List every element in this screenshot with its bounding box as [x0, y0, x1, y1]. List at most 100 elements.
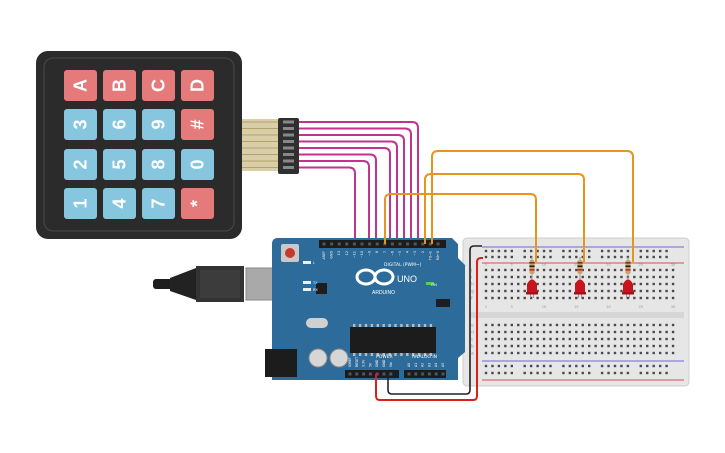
column-number: 1 — [485, 305, 487, 309]
key-5[interactable]: 5 — [103, 149, 136, 180]
key-2[interactable]: 2 — [64, 149, 97, 180]
analog-pin-label: A2 — [421, 363, 425, 367]
analog-pin-label: A0 — [407, 363, 411, 367]
power-pin-label: GND — [375, 359, 379, 367]
digital-pin[interactable] — [375, 242, 379, 246]
capacitor — [329, 348, 349, 368]
row-letter: g — [471, 290, 474, 295]
digital-pin[interactable] — [368, 242, 372, 246]
key-a[interactable]: A — [64, 70, 97, 101]
digital-label: DIGITAL (PWM~) — [384, 262, 422, 268]
resistor[interactable] — [529, 257, 535, 280]
resistor[interactable] — [577, 257, 583, 280]
digital-pin-label: ~3 — [413, 251, 417, 256]
red-led[interactable] — [574, 279, 586, 299]
digital-pin-label: ~5 — [398, 251, 402, 256]
key-label: B — [110, 79, 130, 92]
power-pin-label: 3.3V — [362, 359, 366, 367]
analog-header[interactable] — [404, 370, 446, 378]
digital-pin-label: AREF — [322, 251, 326, 260]
atmega-chip — [350, 327, 436, 353]
keypad-ribbon — [242, 118, 299, 174]
led-wire-2 — [424, 173, 585, 262]
key-6[interactable]: 6 — [103, 109, 136, 140]
digital-pin[interactable] — [322, 242, 326, 246]
key-c[interactable]: C — [142, 70, 175, 101]
power-pin-label: 5V — [368, 362, 372, 367]
digital-pin-label: ~6 — [390, 251, 394, 256]
digital-pin[interactable] — [436, 242, 440, 246]
key-hash[interactable]: # — [181, 109, 214, 140]
red-led[interactable] — [526, 279, 538, 299]
digital-pin-label: ~10 — [360, 251, 364, 258]
column-number: 5 — [511, 305, 513, 309]
key-label: 8 — [149, 159, 169, 169]
digital-pin[interactable] — [413, 242, 417, 246]
row-letter: f — [471, 296, 473, 302]
analog-pin[interactable] — [441, 372, 445, 376]
power-pin[interactable] — [382, 372, 386, 376]
digital-pin[interactable] — [406, 242, 410, 246]
row-letter: d — [471, 330, 474, 336]
power-pin[interactable] — [362, 372, 366, 376]
digital-pin-label: ~11 — [352, 251, 356, 258]
resistor[interactable] — [625, 257, 631, 280]
digital-pin[interactable] — [421, 242, 425, 246]
key-b[interactable]: B — [103, 70, 136, 101]
row-letter: e — [471, 324, 474, 329]
capacitor — [308, 348, 328, 368]
column-number: 30 — [671, 263, 676, 267]
analog-pin[interactable] — [427, 372, 431, 376]
column-number: 20 — [606, 305, 611, 309]
key-8[interactable]: 8 — [142, 149, 175, 180]
key-1[interactable]: 1 — [64, 188, 97, 219]
power-pin[interactable] — [348, 372, 352, 376]
row-letter: a — [471, 352, 474, 357]
digital-pin[interactable] — [428, 242, 432, 246]
led-wire-1 — [431, 150, 634, 262]
key-d[interactable]: D — [181, 70, 214, 101]
arduino-logo: ARDUINO UNO — [355, 268, 417, 296]
digital-pin[interactable] — [345, 242, 349, 246]
key-label: 5 — [110, 159, 130, 169]
key-7[interactable]: 7 — [142, 188, 175, 219]
digital-header[interactable] — [319, 240, 446, 248]
key-0[interactable]: 0 — [181, 149, 214, 180]
crystal — [306, 318, 328, 328]
key-9[interactable]: 9 — [142, 109, 175, 140]
key-star[interactable]: * — [181, 188, 214, 219]
digital-pin-label: 7 — [383, 251, 387, 253]
power-pin[interactable] — [389, 372, 393, 376]
power-pin[interactable] — [375, 372, 379, 376]
digital-pin-label: 13 — [337, 251, 341, 255]
digital-pin[interactable] — [398, 242, 402, 246]
on-label: ON — [431, 282, 437, 287]
center-channel — [470, 312, 684, 318]
power-header[interactable] — [345, 370, 399, 378]
power-pin[interactable] — [355, 372, 359, 376]
key-3[interactable]: 3 — [64, 109, 97, 140]
red-led[interactable] — [622, 279, 634, 299]
key-4[interactable]: 4 — [103, 188, 136, 219]
ground-wire — [387, 245, 482, 395]
digital-pin[interactable] — [390, 242, 394, 246]
digital-pin[interactable] — [352, 242, 356, 246]
analog-pin[interactable] — [414, 372, 418, 376]
power-pin-label: RESET — [355, 357, 359, 367]
power-pin[interactable] — [368, 372, 372, 376]
analog-pin[interactable] — [434, 372, 438, 376]
led-wire-3 — [384, 193, 537, 262]
keypad-wire — [299, 134, 405, 244]
analog-pin[interactable] — [407, 372, 411, 376]
key-label: D — [188, 79, 208, 92]
key-label: 1 — [71, 198, 91, 208]
analog-pin[interactable] — [421, 372, 425, 376]
digital-pin[interactable] — [330, 242, 334, 246]
digital-pin[interactable] — [360, 242, 364, 246]
digital-pin[interactable] — [337, 242, 341, 246]
column-number: 30 — [671, 305, 676, 309]
